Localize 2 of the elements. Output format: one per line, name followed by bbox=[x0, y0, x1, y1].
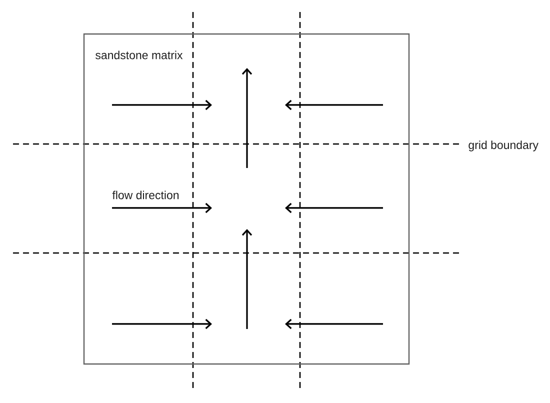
line-label: grid boundary bbox=[468, 140, 538, 152]
arrow-label: flow direction bbox=[112, 190, 179, 200]
